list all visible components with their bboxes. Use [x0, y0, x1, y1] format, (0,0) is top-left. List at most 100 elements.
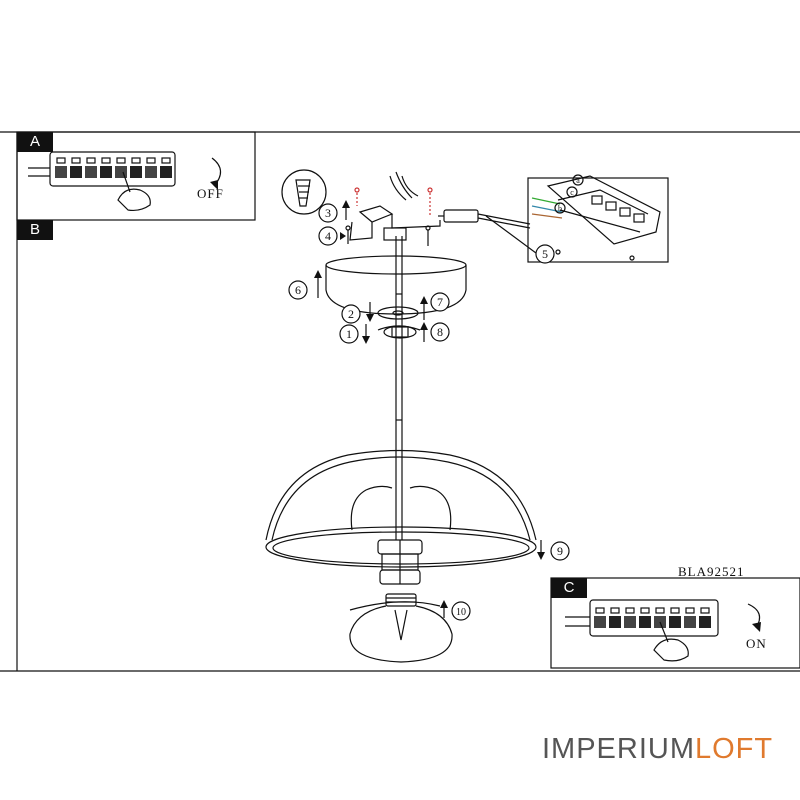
step-number: 6 [295, 283, 301, 297]
breaker-top [685, 607, 695, 614]
step-number: 7 [437, 295, 443, 309]
detail-letter: a [576, 176, 580, 185]
step-number: 8 [437, 325, 443, 339]
breaker-switch [115, 166, 127, 178]
breaker-switch [145, 166, 157, 178]
breaker-top [116, 157, 126, 164]
breaker-top [610, 607, 620, 614]
breaker-switch [130, 166, 142, 178]
light-bulb [349, 593, 453, 663]
screw-marker-left [354, 187, 360, 206]
arrow-up-icon [314, 270, 322, 278]
breaker-switch [609, 616, 621, 628]
detail-letter: b [558, 204, 562, 213]
step-number: 9 [557, 544, 563, 558]
wiring-detail-box [527, 174, 669, 263]
breaker-top [700, 607, 710, 614]
screw-marker-right [427, 187, 433, 216]
panel-b-tag: B [17, 220, 53, 240]
step-circle [318, 203, 338, 223]
step-number: 2 [348, 307, 354, 321]
step-circle [451, 601, 471, 621]
breaker-top [101, 157, 111, 164]
arrow-icons [314, 200, 545, 608]
breaker-top [670, 607, 680, 614]
hand-icon-a [117, 171, 151, 212]
arrow-down-icon [366, 314, 374, 322]
screw-left [345, 225, 351, 244]
breaker-top [595, 607, 605, 614]
breaker-strip-c [565, 599, 719, 637]
step-circle [550, 541, 570, 561]
breaker-switch [624, 616, 636, 628]
lamp-socket [377, 539, 423, 585]
breaker-top [86, 157, 96, 164]
step-circle [430, 292, 450, 312]
panel-c-tag: C [551, 578, 587, 598]
mounting-bracket [349, 205, 441, 241]
step-circle [288, 280, 308, 300]
step-number: 3 [325, 206, 331, 220]
panel-a-tag: A [17, 132, 53, 152]
breaker-switch [100, 166, 112, 178]
model-number: BLA92521 [678, 564, 745, 579]
arrow-down-icon [537, 552, 545, 560]
arrow-up-icon [340, 232, 346, 240]
detail-letter: c [570, 188, 574, 197]
breaker-switch [85, 166, 97, 178]
panel-c-frame [550, 577, 800, 669]
arrow-up-icon [342, 200, 350, 208]
step-number: 10 [456, 607, 466, 618]
pendant-shade [265, 449, 537, 568]
breaker-switch [699, 616, 711, 628]
breaker-top [146, 157, 156, 164]
breaker-switch [594, 616, 606, 628]
brand-part1: IMPERIUM [542, 733, 695, 765]
breaker-switch [684, 616, 696, 628]
terminal-block [438, 209, 541, 257]
breaker-top [655, 607, 665, 614]
detail-letter-markers: a bc [558, 176, 580, 213]
screw-right [425, 225, 431, 246]
breaker-top [131, 157, 141, 164]
breaker-strip-a [28, 151, 176, 187]
breaker-top [56, 157, 66, 164]
step-number: 1 [346, 327, 352, 341]
canopy-ring [377, 306, 419, 320]
breaker-switch [70, 166, 82, 178]
hand-icon-c [653, 621, 689, 662]
wall-plug-icon [281, 169, 327, 215]
off-label: OFF [197, 186, 224, 201]
arrow-shafts [317, 208, 542, 618]
arrow-up-icon [420, 296, 428, 304]
breaker-switch [160, 166, 172, 178]
step-number: 4 [325, 229, 331, 243]
ceiling-wires [389, 171, 419, 201]
arrow-up-icon [440, 600, 448, 608]
step-circle [341, 304, 361, 324]
step-markers: 1 2 3 4 5 6 7 8 9 10 [288, 203, 570, 621]
on-label: ON [746, 636, 767, 651]
suspension-rod [395, 236, 403, 540]
breaker-top [71, 157, 81, 164]
breaker-switch [669, 616, 681, 628]
step-number: 5 [542, 247, 548, 261]
step-circle [430, 322, 450, 342]
off-arrow-icon [210, 157, 222, 190]
breaker-top [625, 607, 635, 614]
breaker-top [161, 157, 171, 164]
step-circle [339, 324, 359, 344]
step-circle [535, 244, 555, 264]
breaker-switch [639, 616, 651, 628]
brand-part2: LOFT [695, 733, 774, 765]
arrow-up-icon [420, 322, 428, 330]
panel-a-frame [16, 131, 256, 221]
breaker-top [640, 607, 650, 614]
on-arrow-icon [747, 603, 761, 632]
breaker-switch [55, 166, 67, 178]
arrow-down-icon [362, 336, 370, 344]
brand-logo: IMPERIUMLOFT [542, 733, 773, 766]
step-circle [318, 226, 338, 246]
